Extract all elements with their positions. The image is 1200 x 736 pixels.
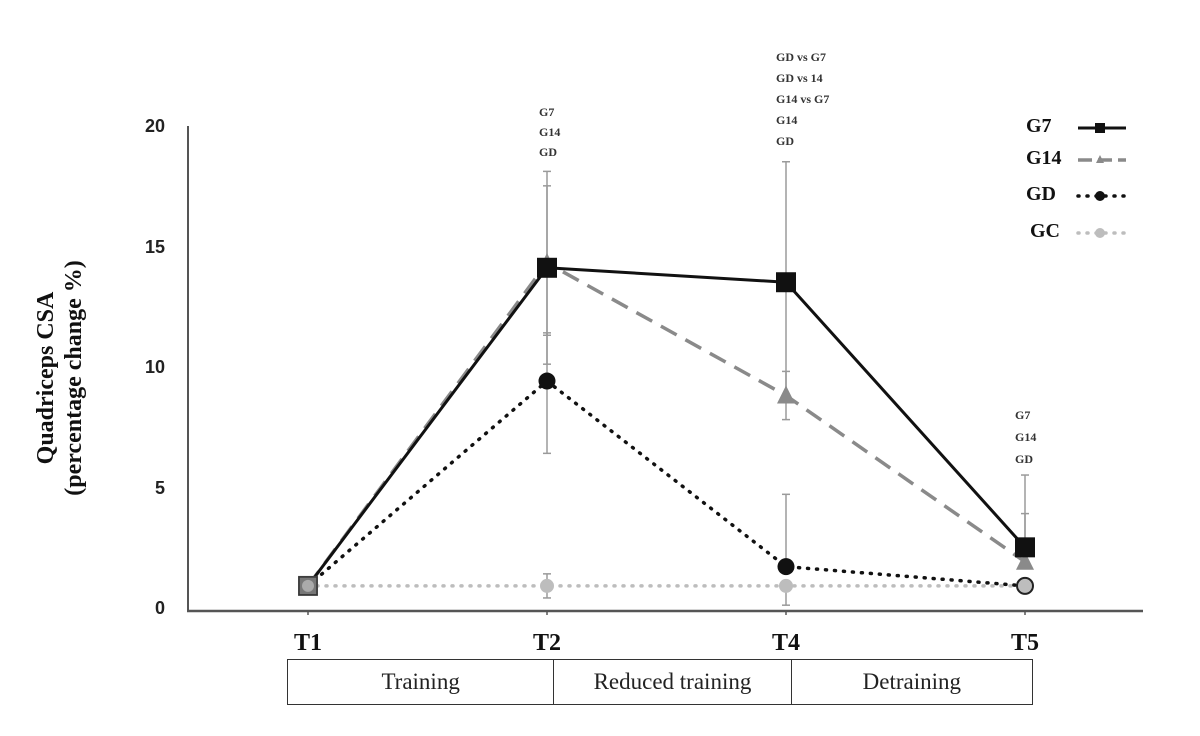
annotation-line: G7 bbox=[539, 105, 555, 119]
marker-gc bbox=[779, 578, 793, 593]
x-tick-label: T4 bbox=[771, 630, 801, 656]
annotation-line: GD vs 14 bbox=[776, 71, 823, 85]
y-tick-label: 0 bbox=[154, 598, 165, 618]
legend-marker-g14 bbox=[1096, 155, 1104, 163]
annotation-line: G14 bbox=[776, 113, 798, 127]
legend-marker-gc bbox=[1095, 228, 1105, 238]
annotation-line: GD bbox=[776, 134, 794, 148]
annotation-line: G14 bbox=[1015, 430, 1037, 444]
legend-label-g14: G14 bbox=[1026, 147, 1062, 169]
x-tick-label: T2 bbox=[532, 630, 562, 656]
marker-gd bbox=[1016, 576, 1034, 595]
legend-marker-g7 bbox=[1095, 123, 1105, 133]
marker-g7 bbox=[776, 272, 796, 293]
phase-training: Training bbox=[381, 669, 460, 694]
x-tick-label: T1 bbox=[293, 630, 323, 656]
series-line-gd bbox=[306, 379, 1027, 588]
marker-g7 bbox=[1015, 537, 1035, 558]
y-tick-label: 10 bbox=[144, 357, 165, 377]
y-tick-label: 20 bbox=[144, 116, 165, 136]
series-line-g7 bbox=[306, 266, 1027, 587]
marker-g14 bbox=[777, 385, 795, 404]
y-axis-label: Quadriceps CSA (percentage change %) bbox=[32, 208, 88, 548]
marker-gd bbox=[538, 372, 556, 390]
marker-gd bbox=[777, 558, 795, 576]
marker-t1-gc bbox=[302, 579, 314, 592]
annotation-line: G14 bbox=[539, 125, 561, 139]
marker-g14 bbox=[1016, 551, 1034, 570]
annotation-line: G7 bbox=[1015, 408, 1031, 422]
annotation-line: G14 vs G7 bbox=[776, 92, 830, 106]
legend-label-g7: G7 bbox=[1026, 115, 1052, 137]
legend-label-gd: GD bbox=[1026, 183, 1056, 205]
phase-detraining: Detraining bbox=[790, 660, 1032, 704]
x-tick-label: T5 bbox=[1010, 630, 1040, 656]
marker-gc bbox=[540, 578, 554, 593]
annotation-line: GD vs G7 bbox=[776, 50, 827, 64]
legend-marker-gd bbox=[1095, 191, 1105, 201]
annotation-line: GD bbox=[539, 145, 557, 159]
series-line-g14 bbox=[306, 261, 1026, 587]
annotation-line: GD bbox=[1015, 452, 1033, 466]
legend-label-gc: GC bbox=[1030, 220, 1060, 242]
y-tick-label: 15 bbox=[144, 236, 165, 257]
phase-reduced-training: Reduced training bbox=[553, 660, 790, 704]
marker-g7 bbox=[537, 257, 557, 278]
y-axis-label-line-1: Quadriceps CSA bbox=[33, 291, 59, 465]
y-axis-label-line-2: (percentage change %) bbox=[61, 260, 87, 496]
y-tick-label: 5 bbox=[154, 477, 165, 498]
